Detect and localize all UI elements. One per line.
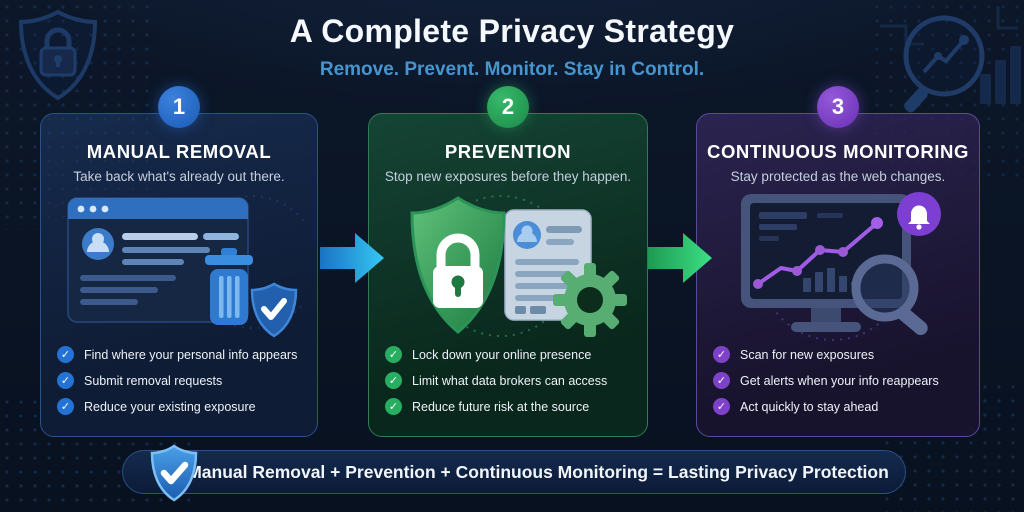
step-badge-2: 2: [487, 86, 529, 128]
browser-trash-shield-icon: [67, 195, 304, 338]
page-subtitle: Remove. Prevent. Monitor. Stay in Contro…: [319, 59, 705, 80]
checklist: ✓ Scan for new exposures ✓ Get alerts wh…: [697, 346, 979, 415]
page-title: A Complete Privacy Strategy: [289, 13, 735, 49]
shield-document-gear-icon: [410, 195, 627, 337]
check-label: Scan for new exposures: [740, 347, 875, 362]
bell-icon: [897, 192, 941, 236]
check-icon: ✓: [385, 398, 402, 415]
bar-chart-icon: [803, 268, 859, 292]
card-prevention: PREVENTION Stop new exposures before the…: [368, 113, 648, 437]
browser-window-icon: [67, 197, 249, 323]
check-label: Lock down your online presence: [412, 347, 592, 362]
trash-icon: [205, 248, 253, 325]
card-subtitle: Stop new exposures before they happen.: [384, 169, 632, 184]
check-label: Find where your personal info appears: [84, 347, 298, 362]
shield-check-banner-icon: [150, 444, 198, 502]
arrow-right-green-icon: [648, 233, 712, 283]
arrow-right-blue-icon: [320, 233, 384, 283]
prevention-illustration: [369, 190, 647, 342]
check-label: Act quickly to stay ahead: [740, 399, 879, 414]
check-icon: ✓: [713, 398, 730, 415]
checklist: ✓ Find where your personal info appears …: [41, 346, 317, 415]
card-manual-removal: MANUAL REMOVAL Take back what's already …: [40, 113, 318, 437]
magnifier-icon: [851, 254, 928, 336]
check-item: ✓ Reduce your existing exposure: [57, 398, 301, 415]
check-label: Reduce your existing exposure: [84, 399, 256, 414]
check-label: Reduce future risk at the source: [412, 399, 590, 414]
card-subtitle: Take back what's already out there.: [73, 169, 285, 184]
shield-check-icon: [250, 282, 298, 338]
card-subtitle: Stay protected as the web changes.: [730, 169, 946, 184]
check-item: ✓ Limit what data brokers can access: [385, 372, 631, 389]
check-label: Get alerts when your info reappears: [740, 373, 939, 388]
summary-banner: Manual Removal + Prevention + Continuous…: [122, 444, 906, 502]
check-item: ✓ Lock down your online presence: [385, 346, 631, 363]
check-item: ✓ Reduce future risk at the source: [385, 398, 631, 415]
shield-lock-icon: [410, 196, 506, 334]
check-label: Limit what data brokers can access: [412, 373, 608, 388]
check-icon: ✓: [385, 346, 402, 363]
check-item: ✓ Submit removal requests: [57, 372, 301, 389]
manual-removal-illustration: [41, 190, 317, 342]
checklist: ✓ Lock down your online presence ✓ Limit…: [369, 346, 647, 415]
card-title: MANUAL REMOVAL: [86, 141, 272, 162]
monitoring-illustration: [697, 190, 979, 342]
step-badge-1: 1: [158, 86, 200, 128]
step-badge-3: 3: [817, 86, 859, 128]
line-chart-icon: [753, 217, 883, 289]
card-continuous-monitoring: CONTINUOUS MONITORING Stay protected as …: [696, 113, 980, 437]
check-item: ✓ Scan for new exposures: [713, 346, 963, 363]
check-label: Submit removal requests: [84, 373, 223, 388]
monitor-chart-magnifier-bell-icon: [741, 192, 941, 341]
check-icon: ✓: [57, 346, 74, 363]
summary-text: Manual Removal + Prevention + Continuous…: [187, 461, 889, 482]
card-title: CONTINUOUS MONITORING: [706, 141, 969, 162]
check-icon: ✓: [385, 372, 402, 389]
check-icon: ✓: [57, 372, 74, 389]
check-icon: ✓: [713, 346, 730, 363]
check-item: ✓ Get alerts when your info reappears: [713, 372, 963, 389]
card-title: PREVENTION: [444, 141, 572, 162]
check-icon: ✓: [713, 372, 730, 389]
check-item: ✓ Find where your personal info appears: [57, 346, 301, 363]
check-icon: ✓: [57, 398, 74, 415]
check-item: ✓ Act quickly to stay ahead: [713, 398, 963, 415]
gear-icon: [553, 263, 627, 337]
